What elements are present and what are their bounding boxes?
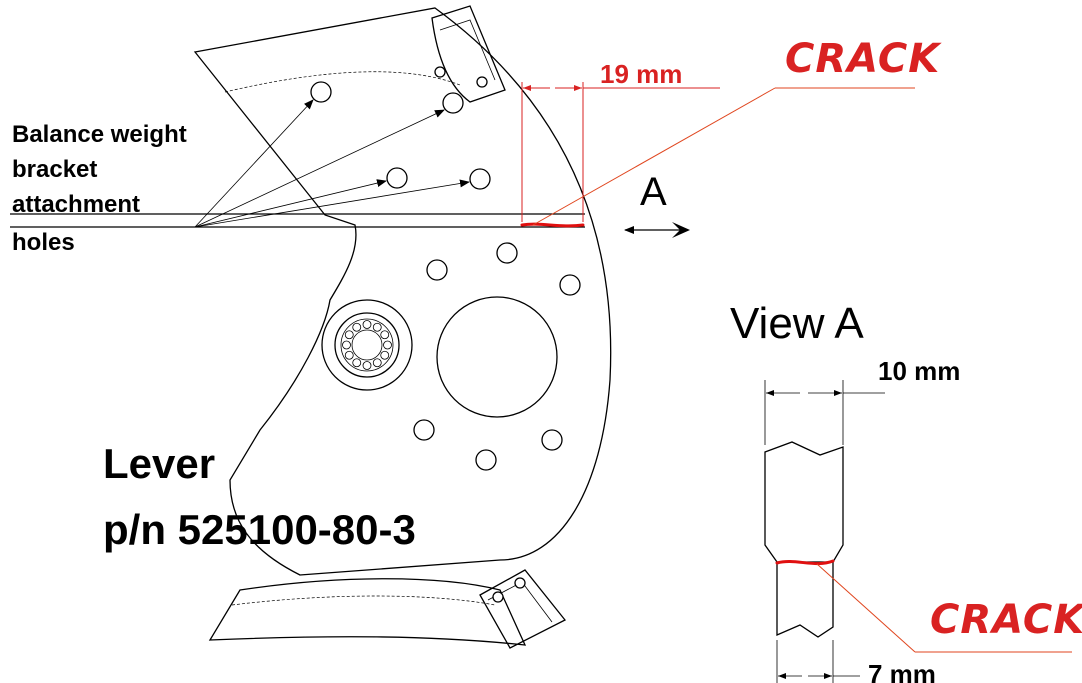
bearing-ball xyxy=(352,322,362,332)
bearing-race-outer xyxy=(340,318,394,372)
bearing-ball xyxy=(380,350,390,360)
crack-mark-bottom xyxy=(775,559,835,566)
lower-band-dashed xyxy=(231,595,496,606)
dim-19-label: 19 mm xyxy=(600,59,682,89)
lever-title: Lever xyxy=(103,440,215,487)
hole-mid-1 xyxy=(426,259,448,281)
section-profile-lower xyxy=(776,562,834,638)
hole-mid-2 xyxy=(496,242,518,264)
hole-upper-4 xyxy=(469,168,491,190)
lower-cap-hole-2 xyxy=(514,577,526,589)
hole-low-1 xyxy=(413,419,435,441)
bearing-ball xyxy=(362,320,372,329)
crack-bottom-label: CRACK xyxy=(930,597,1082,643)
bearing-ball xyxy=(383,340,392,350)
cap-hole-1 xyxy=(434,66,446,78)
holes-label-line-1: Balance weight xyxy=(12,121,187,148)
crack-mark-top xyxy=(520,222,585,228)
bearing-ball xyxy=(342,340,351,350)
hole-upper-1 xyxy=(310,81,332,103)
bearing-ball xyxy=(344,350,354,360)
bearing-ball xyxy=(372,322,382,332)
view-a-title: View A xyxy=(730,299,864,348)
bearing-race-inner xyxy=(351,329,383,361)
bearing-balls xyxy=(342,320,392,370)
cap-hole-2 xyxy=(476,76,488,88)
bearing-outer xyxy=(321,299,413,391)
hole-upper-2 xyxy=(442,92,464,114)
dim-10-label: 10 mm xyxy=(878,356,960,386)
hole-low-2 xyxy=(475,449,497,471)
dim-7-label: 7 mm xyxy=(868,659,936,683)
hole-upper-3 xyxy=(386,167,408,189)
hole-mid-3 xyxy=(559,274,581,296)
crack-bottom-leader xyxy=(816,563,916,653)
view-arrow-letter: A xyxy=(640,170,667,214)
upper-band-dashed xyxy=(224,71,461,93)
bearing-ball xyxy=(372,358,382,368)
section-profile-upper xyxy=(764,441,844,563)
holes-leader-3 xyxy=(194,179,387,228)
bearing-housing xyxy=(334,312,400,378)
holes-label-line-3: attachment xyxy=(12,191,140,218)
crack-top-leader xyxy=(532,87,776,226)
bearing-ball xyxy=(380,330,390,340)
hole-low-3 xyxy=(541,429,563,451)
bearing-ball xyxy=(352,358,362,368)
holes-leader-2 xyxy=(194,109,445,228)
view-arrow-tail xyxy=(672,222,690,238)
holes-leader-1 xyxy=(194,99,314,228)
holes-label-line-4: holes xyxy=(12,229,75,256)
center-hole xyxy=(436,296,558,418)
bearing-ball xyxy=(362,361,372,370)
lower-cap xyxy=(479,569,567,649)
crack-top-label: CRACK xyxy=(785,36,942,82)
lower-cap-hole-1 xyxy=(492,591,504,603)
upper-cap-inner xyxy=(439,19,496,81)
upper-cap xyxy=(431,5,506,103)
bearing-ball xyxy=(344,330,354,340)
holes-label-line-2: bracket xyxy=(12,156,97,183)
holes-leader-4 xyxy=(194,179,470,228)
lower-band-outline xyxy=(208,578,527,646)
lever-outline xyxy=(193,7,612,576)
part-number: p/n 525100-80-3 xyxy=(103,506,416,553)
